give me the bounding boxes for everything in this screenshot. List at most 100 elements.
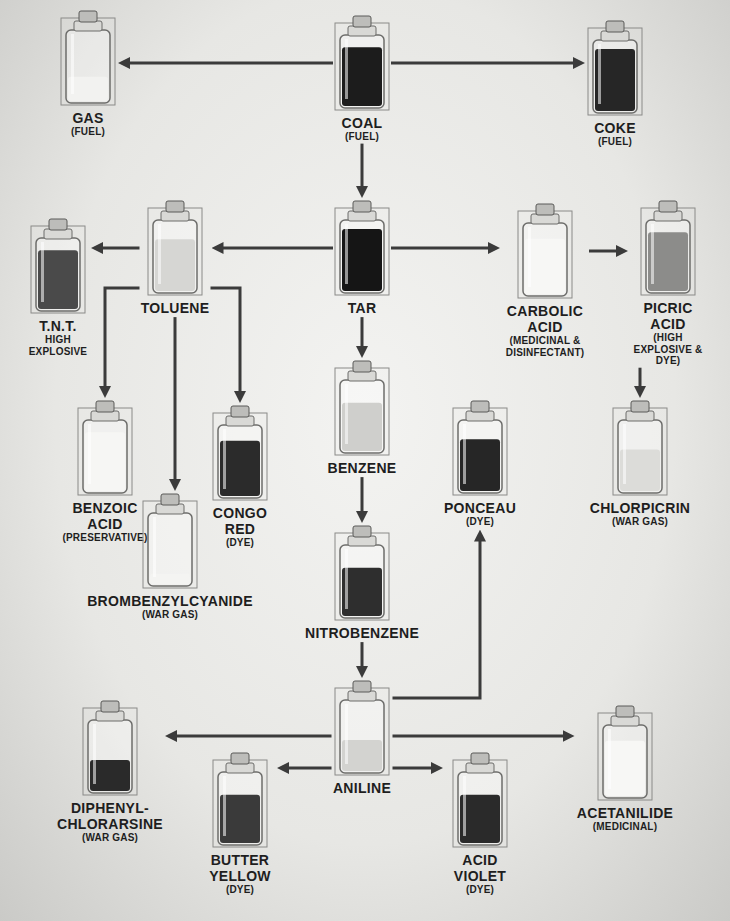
process-arrow <box>361 317 364 350</box>
product-name: ACETANILIDE <box>577 805 673 821</box>
jar-frame <box>613 408 667 495</box>
glass-highlight <box>223 776 226 836</box>
jar-node: GAS(FUEL) <box>60 10 116 138</box>
jar-stopper <box>166 201 184 212</box>
glass-highlight <box>153 517 156 577</box>
use-note: (DYE) <box>466 884 494 896</box>
jar-node: BROMBENZYLCYANIDE(WAR GAS) <box>87 493 253 621</box>
glass-highlight <box>71 34 74 94</box>
process-arrow <box>220 247 334 250</box>
process-arrow <box>393 735 567 738</box>
jar-stopper <box>353 681 371 692</box>
jar-stopper <box>353 361 371 372</box>
jar-body <box>458 772 502 845</box>
jar-illustration <box>452 752 508 848</box>
process-arrow <box>391 62 577 65</box>
process-arrow <box>639 368 642 390</box>
glass-highlight <box>345 39 348 99</box>
jar-frame <box>143 501 197 588</box>
jar-body <box>593 40 637 113</box>
product-name: ACID VIOLET <box>445 852 515 884</box>
glass-highlight <box>608 729 611 789</box>
jar-illustration <box>334 680 390 776</box>
product-name: BENZENE <box>328 460 397 476</box>
jar-stopper <box>231 753 249 764</box>
jar-node: BENZENE <box>328 360 397 476</box>
use-note: (FUEL) <box>345 131 379 143</box>
product-name: PICRIC ACID <box>630 300 706 332</box>
jar-stopper <box>471 401 489 412</box>
product-name: CONGO RED <box>210 505 270 537</box>
jar-body <box>83 420 127 493</box>
jar-node: ANILINE <box>333 680 392 796</box>
use-note: (FUEL) <box>71 126 105 138</box>
jar-stopper <box>79 11 97 22</box>
process-arrow <box>105 288 140 390</box>
jar-illustration <box>334 200 390 296</box>
jar-node: ACETANILIDE(MEDICINAL) <box>577 705 674 833</box>
use-note: HIGH EXPLOSIVE <box>27 334 89 357</box>
jar-frame <box>213 413 267 500</box>
jar-stopper <box>616 706 634 717</box>
glass-highlight <box>623 424 626 484</box>
jar-body <box>340 545 384 618</box>
jar-body <box>88 720 132 793</box>
jar-body <box>603 725 647 798</box>
jar-illustration <box>452 400 508 496</box>
jar-stopper <box>353 16 371 27</box>
jar-illustration <box>334 15 390 111</box>
glass-highlight <box>598 44 601 104</box>
jar-illustration <box>612 400 668 496</box>
jar-node: COAL(FUEL) <box>334 15 390 143</box>
jar-illustration <box>60 10 116 106</box>
jar-stopper <box>471 753 489 764</box>
jar-stopper <box>49 219 67 230</box>
jar-stopper <box>353 526 371 537</box>
glass-highlight <box>345 549 348 609</box>
process-arrow <box>361 477 364 515</box>
jar-body <box>153 220 197 293</box>
jar-frame <box>61 18 115 105</box>
jar-frame <box>453 760 507 847</box>
jar-stopper <box>101 701 119 712</box>
process-arrow <box>589 250 620 253</box>
jar-stopper <box>161 494 179 505</box>
process-arrow <box>361 144 364 190</box>
process-arrow <box>361 642 364 670</box>
process-arrow <box>174 317 177 483</box>
jar-body <box>340 700 384 773</box>
jar-illustration <box>334 360 390 456</box>
jar-body <box>523 223 567 296</box>
product-name: NITROBENZENE <box>305 625 419 641</box>
jar-body <box>458 420 502 493</box>
jar-frame <box>598 713 652 800</box>
glass-highlight <box>41 242 44 302</box>
glass-highlight <box>158 224 161 284</box>
product-name: T.N.T. <box>39 318 77 334</box>
jar-body <box>66 30 110 103</box>
jar-body <box>340 220 384 293</box>
jar-frame <box>78 408 132 495</box>
use-note: (FUEL) <box>598 136 632 148</box>
jar-frame <box>518 211 572 298</box>
jar-illustration <box>597 705 653 801</box>
jar-illustration <box>212 405 268 501</box>
process-arrow <box>99 247 140 250</box>
product-name: BROMBENZYLCYANIDE <box>87 593 253 609</box>
jar-node: TOLUENE <box>141 200 210 316</box>
product-name: TOLUENE <box>141 300 210 316</box>
process-arrow <box>393 767 436 770</box>
jar-frame <box>641 208 695 295</box>
use-note: (MEDICINAL) <box>593 821 657 833</box>
jar-illustration <box>147 200 203 296</box>
jar-body <box>618 420 662 493</box>
glass-highlight <box>463 424 466 484</box>
use-note: (MEDICINAL & DISINFECTANT) <box>502 335 588 358</box>
jar-stopper <box>659 201 677 212</box>
jar-node: CONGO RED(DYE) <box>210 405 270 549</box>
glass-highlight <box>93 724 96 784</box>
jar-stopper <box>231 406 249 417</box>
jar-stopper <box>631 401 649 412</box>
use-note: (HIGH EXPLOSIVE & DYE) <box>630 332 706 367</box>
